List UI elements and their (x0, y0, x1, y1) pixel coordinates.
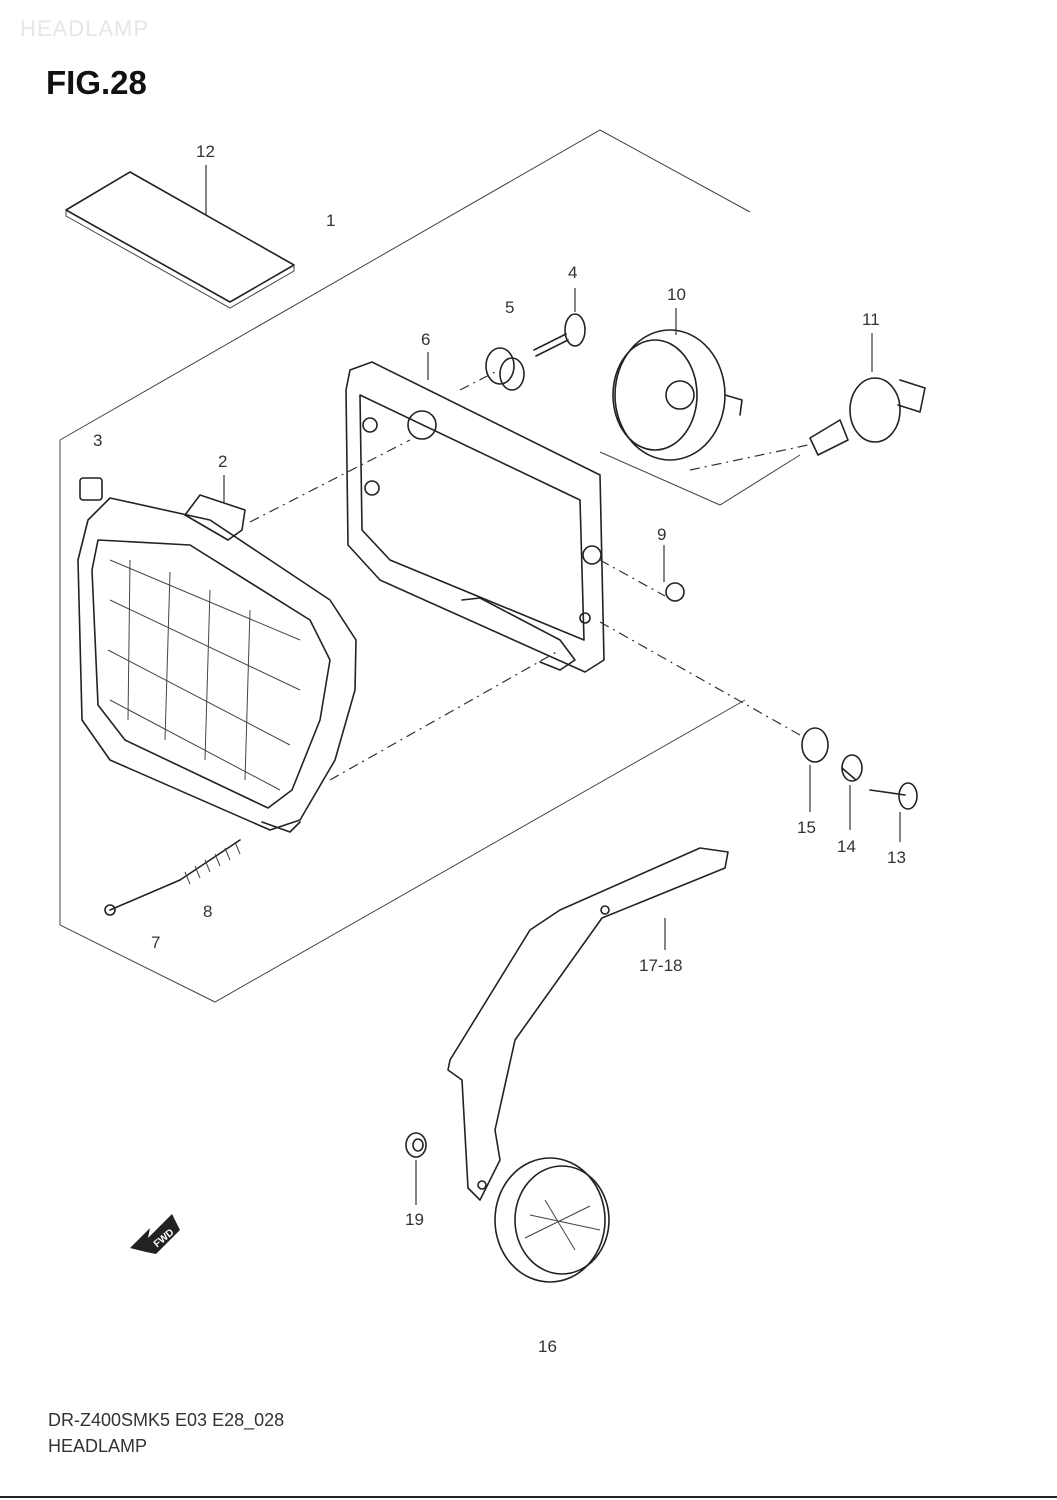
callout-4: 4 (568, 263, 577, 282)
callout-2: 2 (218, 452, 227, 471)
callout-12: 12 (196, 142, 215, 161)
part-10-socket-cover (612, 329, 743, 461)
callout-leaders (205, 165, 901, 1205)
part-7-spring (179, 839, 241, 885)
callout-9: 9 (657, 525, 666, 544)
callout-17-18: 17-18 (639, 956, 682, 975)
callout-6: 6 (421, 330, 430, 349)
part-9-nut (665, 582, 685, 602)
assembly-centerlines (249, 371, 809, 781)
assembly-boundary (59, 129, 801, 1003)
callout-15: 15 (797, 818, 816, 837)
part-5-grommet (485, 347, 525, 391)
header-watermark: HEADLAMP (20, 16, 150, 41)
part-11-bulb (809, 377, 926, 456)
bottom-rule (0, 1496, 1057, 1498)
part-17-18-mounting-stay (447, 847, 729, 1201)
callout-1: 1 (326, 211, 335, 230)
callout-labels: 12 1 4 5 10 11 6 3 2 9 15 14 13 8 7 17-1… (93, 142, 906, 1356)
callout-14: 14 (837, 837, 856, 856)
figure-title: FIG.28 (46, 64, 147, 101)
part-6-headlamp-housing (345, 361, 605, 673)
callout-3: 3 (93, 431, 102, 450)
callout-13: 13 (887, 848, 906, 867)
footer-model-code: DR-Z400SMK5 E03 E28_028 (48, 1410, 285, 1430)
callout-10: 10 (667, 285, 686, 304)
footer-section-name: HEADLAMP (48, 1436, 148, 1456)
callout-19: 19 (405, 1210, 424, 1229)
callout-11: 11 (862, 310, 880, 329)
part-16-reflector (494, 1157, 610, 1283)
part-15-collar (801, 727, 829, 763)
part-2-headlamp-unit (77, 477, 357, 833)
part-14-spacer (841, 754, 863, 782)
fwd-arrow-icon: FWD (130, 1214, 180, 1254)
part-8-adjuster-screw (104, 879, 181, 916)
part-4-screw (533, 313, 586, 357)
callout-5: 5 (505, 298, 514, 317)
part-12-label-plate (65, 171, 295, 309)
callout-8: 8 (203, 902, 212, 921)
callout-7: 7 (151, 933, 160, 952)
part-13-bolt (869, 782, 918, 810)
callout-16: 16 (538, 1337, 557, 1356)
part-19-grommet (405, 1132, 427, 1158)
